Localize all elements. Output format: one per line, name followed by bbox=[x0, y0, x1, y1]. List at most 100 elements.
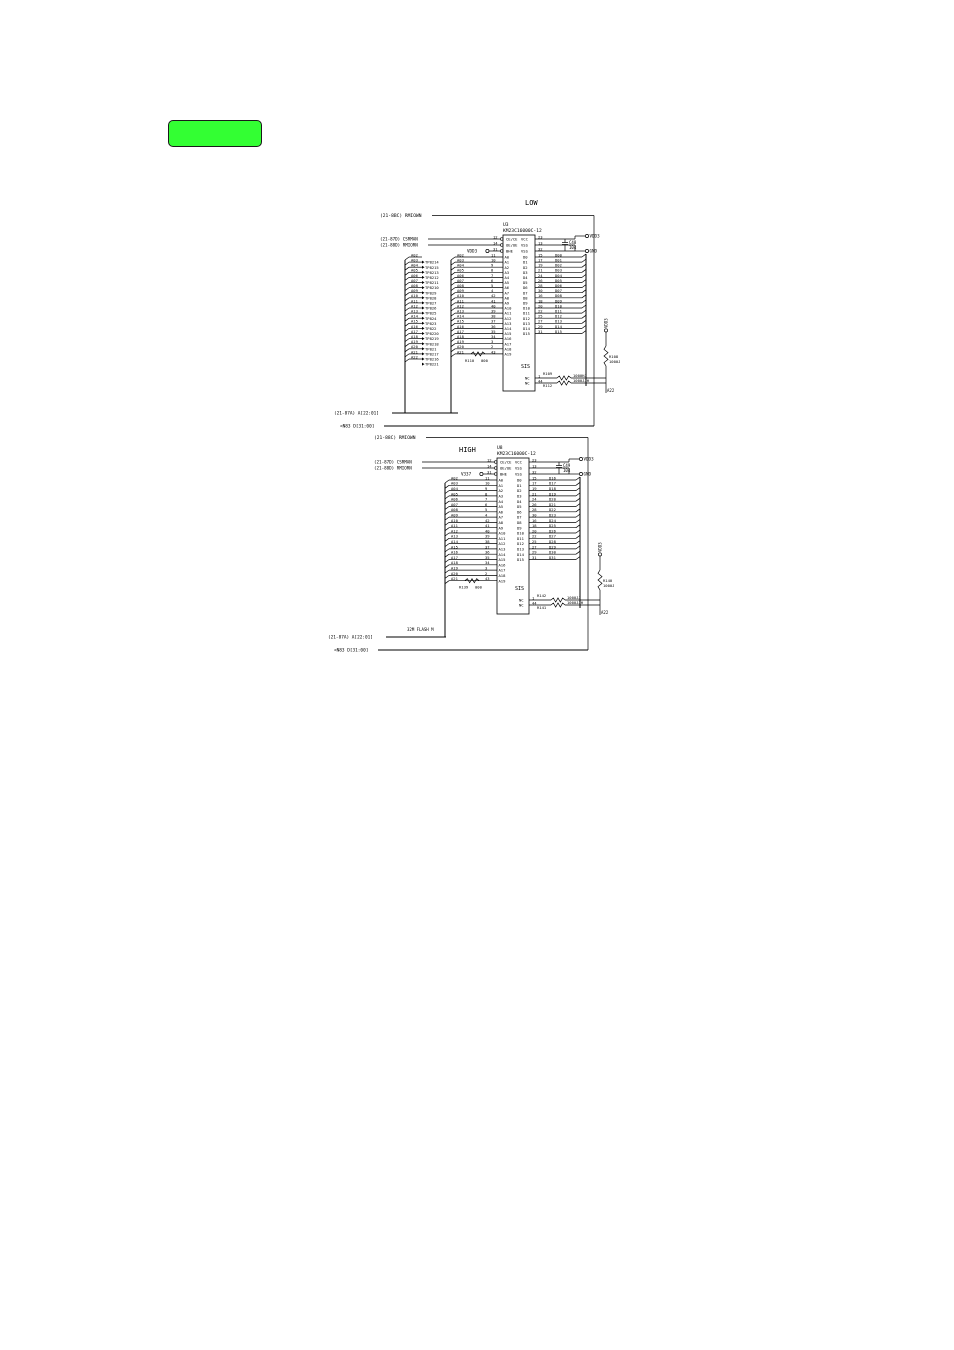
low-cap-val: 104 bbox=[569, 245, 577, 250]
low-tp-bus-entry-17 bbox=[404, 343, 410, 347]
high-dpin-net-9: D25 bbox=[549, 523, 556, 528]
high-dpin-num-4: 24 bbox=[532, 497, 537, 502]
high-pin-net-18: A20 bbox=[451, 571, 459, 576]
low-nc-resistor-0 bbox=[556, 375, 572, 381]
high-data-entry-5 bbox=[575, 503, 581, 507]
high-power-num-1: 13 bbox=[532, 463, 537, 468]
high-dpin-net-2: D18 bbox=[549, 486, 557, 491]
low-tp-19: TP8217 bbox=[425, 352, 439, 357]
low-vdd-left-circle bbox=[485, 249, 490, 253]
low-bus-entry-4 bbox=[450, 277, 456, 281]
high-dpin-num-10: 20 bbox=[532, 528, 537, 533]
high-bus-entry-12 bbox=[444, 543, 450, 547]
low-bus-label-5: A07 bbox=[411, 278, 418, 283]
low-tp-bus-entry-5 bbox=[404, 282, 410, 286]
low-dpin-num-14: 29 bbox=[538, 324, 543, 329]
low-dpin-num-11: 22 bbox=[538, 309, 543, 314]
low-bus-label-15: A17 bbox=[411, 329, 418, 334]
high-pin-num-16: 34 bbox=[485, 560, 490, 565]
high-pin-num-6: 5 bbox=[485, 507, 487, 512]
high-nc-num-1: 44 bbox=[532, 600, 537, 605]
high-data-entry-1 bbox=[575, 482, 581, 486]
high-data-entry-9 bbox=[575, 524, 581, 528]
low-pin-num-3: 8 bbox=[491, 268, 494, 273]
low-data-entry-4 bbox=[581, 274, 587, 278]
low-dpin-net-7: D07 bbox=[555, 288, 562, 293]
low-pin-num-16: 34 bbox=[491, 334, 496, 339]
high-data-entry-0 bbox=[575, 476, 581, 481]
low-dpin-num-10: 20 bbox=[538, 303, 543, 308]
low-tp-marker-4 bbox=[422, 275, 425, 279]
low-dpin-2: D2 bbox=[523, 265, 528, 270]
low-dpin-net-8: D08 bbox=[555, 293, 563, 298]
high-pin-net-0: A02 bbox=[451, 475, 458, 480]
high-r-nc1: R142 bbox=[537, 593, 546, 598]
low-data-entry-0 bbox=[581, 253, 587, 258]
high-pin-7: A7 bbox=[499, 515, 504, 520]
high-dpin-net-11: D27 bbox=[549, 534, 556, 539]
low-pin-14: A14 bbox=[505, 326, 513, 331]
low-dpin-net-14: D14 bbox=[555, 324, 563, 329]
low-tp-marker-1 bbox=[422, 260, 425, 264]
low-bus-label-11: A13 bbox=[411, 309, 418, 314]
high-pin-1: A1 bbox=[499, 483, 504, 488]
low-pin-net-16: A18 bbox=[457, 334, 465, 339]
low-pin-net-5: A07 bbox=[457, 278, 464, 283]
low-bus-entry-5 bbox=[450, 282, 456, 286]
inverter-bubble bbox=[500, 249, 504, 253]
high-dpin-num-9: 18 bbox=[532, 523, 537, 528]
low-dpin-num-8: 16 bbox=[538, 293, 543, 298]
low-pin-net-3: A05 bbox=[457, 268, 464, 273]
low-pin-num-10: 40 bbox=[491, 303, 496, 308]
high-bottom-resistor bbox=[464, 578, 480, 584]
low-power-pin-2: VSS bbox=[521, 249, 529, 254]
high-dpin-net-0: D16 bbox=[549, 475, 557, 480]
high-pin-net-14: A16 bbox=[451, 550, 459, 555]
low-pin-net-0: A02 bbox=[457, 252, 464, 257]
high-bus-entry-9 bbox=[444, 527, 450, 531]
high-dpin-14: D14 bbox=[517, 552, 525, 557]
low-bus-label-3: A05 bbox=[411, 268, 418, 273]
high-bus-entry-15 bbox=[444, 559, 450, 563]
high-vdd-right-circle bbox=[579, 457, 583, 461]
low-pin-10: A10 bbox=[505, 306, 513, 311]
low-net-a22: A22 bbox=[607, 388, 615, 393]
high-power-num-2: 32 bbox=[532, 469, 537, 474]
low-pin-6: A6 bbox=[505, 285, 510, 290]
high-bus-a: (21-87A) A[22:01] bbox=[328, 635, 373, 641]
high-pin-num-2: 9 bbox=[485, 486, 488, 491]
low-ctrl-num-1: 14 bbox=[493, 240, 498, 245]
low-bus-entry-13 bbox=[450, 323, 456, 327]
high-pin-net-5: A07 bbox=[451, 502, 458, 507]
high-dpin-2: D2 bbox=[517, 488, 522, 493]
low-tp-marker-18 bbox=[422, 347, 425, 351]
low-bus-label-0: A02 bbox=[411, 252, 418, 257]
high-pull-vdd-circle bbox=[598, 552, 602, 557]
high-data-entry-11 bbox=[575, 535, 581, 539]
high-r-pull: R140 bbox=[603, 578, 613, 583]
low-bus-entry-17 bbox=[450, 343, 456, 347]
low-data-entry-8 bbox=[581, 294, 587, 299]
high-data-entry-8 bbox=[575, 519, 581, 523]
low-tp-bus-entry-10 bbox=[404, 307, 410, 312]
low-ctrl-net-0: (21-87D) CSRMAN bbox=[380, 237, 418, 242]
high-bus-entry-4 bbox=[444, 500, 450, 505]
low-tp-21: TP8221 bbox=[425, 362, 439, 367]
high-bus-entry-8 bbox=[444, 522, 450, 526]
low-dpin-num-0: 15 bbox=[538, 252, 543, 257]
low-tp-bus-entry-13 bbox=[404, 323, 410, 327]
high-bus-entry-19 bbox=[444, 580, 450, 584]
low-dpin-net-11: D11 bbox=[555, 309, 563, 314]
high-chip bbox=[496, 457, 530, 615]
high-pin-net-11: A13 bbox=[451, 534, 458, 539]
low-pin-17: A17 bbox=[505, 341, 512, 346]
low-bus-label-13: A15 bbox=[411, 319, 418, 324]
low-tp-12: TP824 bbox=[425, 316, 437, 321]
low-data-entry-1 bbox=[581, 258, 587, 263]
low-dpin-13: D13 bbox=[523, 321, 530, 326]
high-pin-net-15: A17 bbox=[451, 555, 458, 560]
high-power-num-0: 23 bbox=[532, 457, 537, 462]
low-tp-10: TP826 bbox=[425, 306, 437, 311]
low-bus-label-12: A14 bbox=[411, 314, 419, 319]
